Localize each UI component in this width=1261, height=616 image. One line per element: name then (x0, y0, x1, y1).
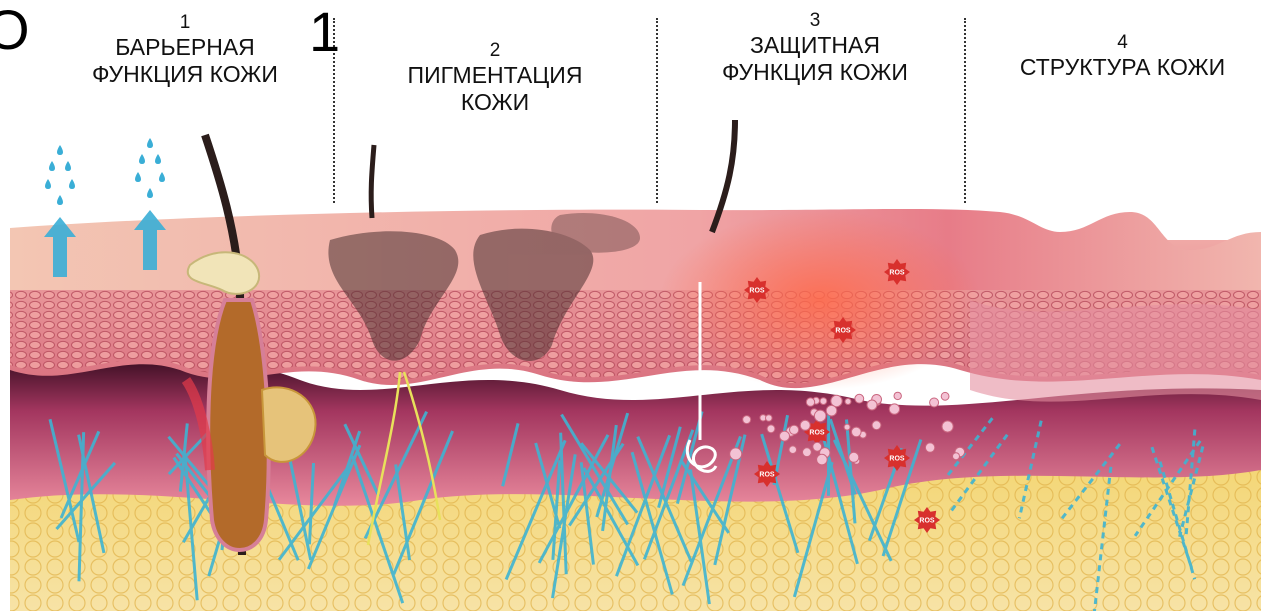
section-number-2: 2 (355, 40, 635, 62)
immune-cell-dot (780, 431, 790, 441)
immune-cell-dot (941, 392, 949, 400)
section-title-4: СТРУКТУРА КОЖИ (1020, 54, 1225, 80)
immune-cell-dot (767, 425, 775, 433)
immune-cell-dot (942, 421, 953, 432)
hair-zone-2 (371, 145, 374, 218)
svg-text:ROS: ROS (759, 472, 775, 479)
svg-text:ROS: ROS (749, 288, 765, 295)
immune-cell-dot (813, 442, 822, 451)
immune-cell-dot (855, 394, 864, 403)
immune-cell-dot (800, 420, 810, 430)
section-title-1: БАРЬЕРНАЯ ФУНКЦИЯ КОЖИ (92, 34, 278, 87)
svg-text:ROS: ROS (889, 456, 905, 463)
immune-cell-dot (867, 400, 877, 410)
section-number-4: 4 (990, 32, 1255, 54)
water-droplet-icon (139, 154, 145, 164)
section-divider-3 (964, 18, 966, 203)
water-droplet-icon (155, 154, 161, 164)
water-droplet-icon (49, 161, 55, 171)
ros-badge-icon: ROS (884, 259, 910, 285)
immune-cell-dot (894, 392, 901, 399)
section-divider-2 (656, 18, 658, 203)
immune-cell-dot (806, 398, 814, 406)
immune-cell-dot (844, 424, 850, 430)
ros-badge-icon: ROS (830, 317, 856, 343)
immune-cell-dot (814, 410, 826, 422)
cropped-glyph-left: O (0, 2, 30, 58)
water-droplet-icon (147, 188, 153, 198)
water-droplet-icon (135, 172, 141, 182)
section-label-4: 4 СТРУКТУРА КОЖИ (990, 32, 1255, 81)
immune-cell-dot (790, 425, 799, 434)
svg-text:ROS: ROS (919, 518, 935, 525)
section-label-2: 2 ПИГМЕНТАЦИЯ КОЖИ (355, 40, 635, 116)
immune-cell-dot (817, 454, 828, 465)
ros-badge-icon: ROS (884, 445, 910, 471)
water-droplet-icon (45, 179, 51, 189)
ros-badge-icon: ROS (914, 507, 940, 533)
immune-cell-dot (820, 398, 827, 405)
svg-text:ROS: ROS (835, 328, 851, 335)
immune-cell-dot (872, 421, 881, 430)
immune-cell-dot (845, 399, 851, 405)
immune-cell-dot (826, 405, 837, 416)
immune-cell-dot (889, 404, 899, 414)
section-label-3: 3 ЗАЩИТНАЯ ФУНКЦИЯ КОЖИ (670, 10, 960, 86)
water-droplet-icon (147, 138, 153, 148)
ros-badge-icon: ROS (744, 277, 770, 303)
immune-cell-dot (730, 448, 742, 460)
immune-cell-dot (789, 446, 797, 454)
section-title-2: ПИГМЕНТАЦИЯ КОЖИ (408, 62, 583, 115)
immune-cell-dot (849, 452, 859, 462)
svg-text:ROS: ROS (889, 270, 905, 277)
svg-text:ROS: ROS (809, 430, 825, 437)
immune-cell-dot (803, 448, 812, 457)
water-droplet-icon (65, 161, 71, 171)
ros-badge-icon: ROS (754, 461, 780, 487)
immune-cell-dot (766, 415, 773, 422)
immune-cell-dot (953, 453, 960, 460)
section-number-1: 1 (40, 12, 330, 34)
water-droplet-icon (57, 145, 63, 155)
section-title-3: ЗАЩИТНАЯ ФУНКЦИЯ КОЖИ (722, 32, 908, 85)
section-number-3: 3 (670, 10, 960, 32)
immune-cell-dot (743, 416, 751, 424)
water-droplet-icon (69, 179, 75, 189)
immune-cell-dot (925, 443, 934, 452)
water-droplet-icon (159, 172, 165, 182)
section-label-1: 1 БАРЬЕРНАЯ ФУНКЦИЯ КОЖИ (40, 12, 330, 88)
immune-cell-dot (852, 427, 862, 437)
immune-cell-dot (930, 398, 939, 407)
water-droplet-icon (57, 195, 63, 205)
